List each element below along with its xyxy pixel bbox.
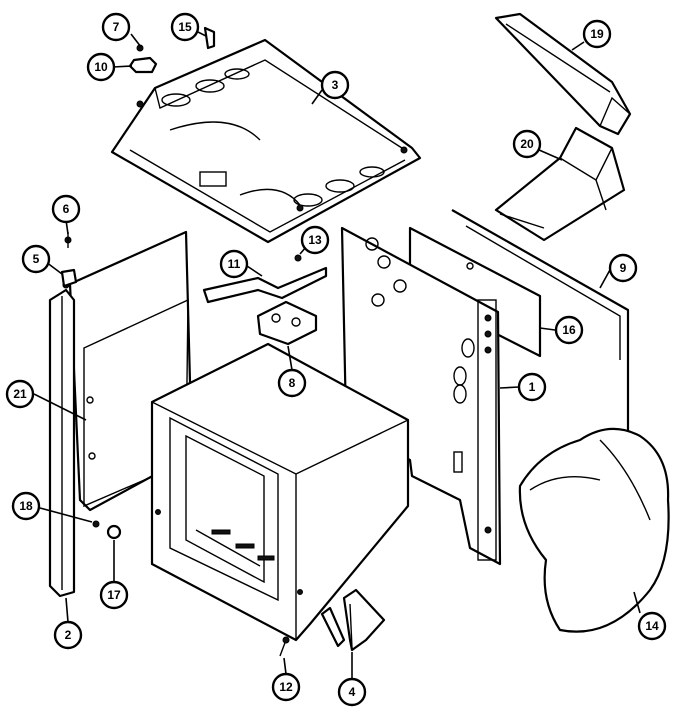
part-door-hinge [320, 588, 386, 652]
callout-20: 20 [512, 129, 542, 159]
callout-label: 18 [19, 499, 33, 513]
part-insulation [518, 427, 670, 633]
callout-label: 2 [65, 628, 72, 642]
part-small-bracket [128, 44, 158, 74]
callout-10: 10 [86, 52, 116, 82]
part-screw-12 [279, 636, 290, 657]
callout-19: 19 [582, 19, 612, 49]
callout-label: 7 [113, 20, 120, 34]
part-hinge-bracket [256, 300, 318, 346]
callout-label: 17 [107, 588, 121, 602]
part-grommet-17 [106, 524, 122, 540]
part-oven-cavity [150, 342, 410, 642]
callout-5: 5 [21, 244, 51, 274]
callout-label: 15 [178, 20, 192, 34]
callout-label: 20 [520, 137, 534, 151]
callout-label: 19 [590, 27, 604, 41]
callout-17: 17 [99, 580, 129, 610]
callout-label: 5 [33, 252, 40, 266]
callout-label: 21 [13, 387, 27, 401]
callout-2: 2 [53, 620, 83, 650]
callout-15: 15 [170, 12, 200, 42]
callout-3: 3 [320, 70, 350, 100]
callout-label: 1 [529, 380, 536, 394]
callout-label: 14 [645, 619, 659, 633]
callout-label: 3 [332, 78, 339, 92]
part-screw-13 [294, 254, 302, 262]
callout-21: 21 [5, 379, 35, 409]
callout-7: 7 [101, 12, 131, 42]
callout-8: 8 [277, 368, 307, 398]
callout-label: 13 [308, 233, 322, 247]
callout-16: 16 [554, 315, 584, 345]
part-bracket-bar [202, 266, 328, 304]
callout-label: 10 [94, 60, 108, 74]
callout-12: 12 [271, 672, 301, 702]
part-screw-top [64, 232, 72, 248]
callout-label: 9 [620, 261, 627, 275]
callout-label: 6 [63, 202, 70, 216]
callout-14: 14 [637, 611, 667, 641]
callout-label: 8 [289, 376, 296, 390]
part-side-frame [340, 226, 502, 566]
callout-label: 16 [562, 323, 576, 337]
callout-label: 12 [279, 680, 293, 694]
callout-label: 4 [349, 685, 356, 699]
part-front-frame [48, 281, 76, 598]
part-top-clip [60, 268, 78, 288]
callout-13: 13 [300, 225, 330, 255]
callout-1: 1 [517, 372, 547, 402]
part-upper-panel [494, 12, 632, 136]
callout-11: 11 [219, 249, 249, 279]
callout-6: 6 [51, 194, 81, 224]
callout-label: 11 [228, 257, 241, 271]
part-top-tray [110, 38, 422, 244]
part-duct [494, 126, 626, 242]
part-screw-18 [92, 520, 100, 528]
callout-18: 18 [11, 491, 41, 521]
part-clip [203, 26, 216, 50]
callout-9: 9 [608, 253, 638, 283]
callout-4: 4 [337, 677, 367, 707]
